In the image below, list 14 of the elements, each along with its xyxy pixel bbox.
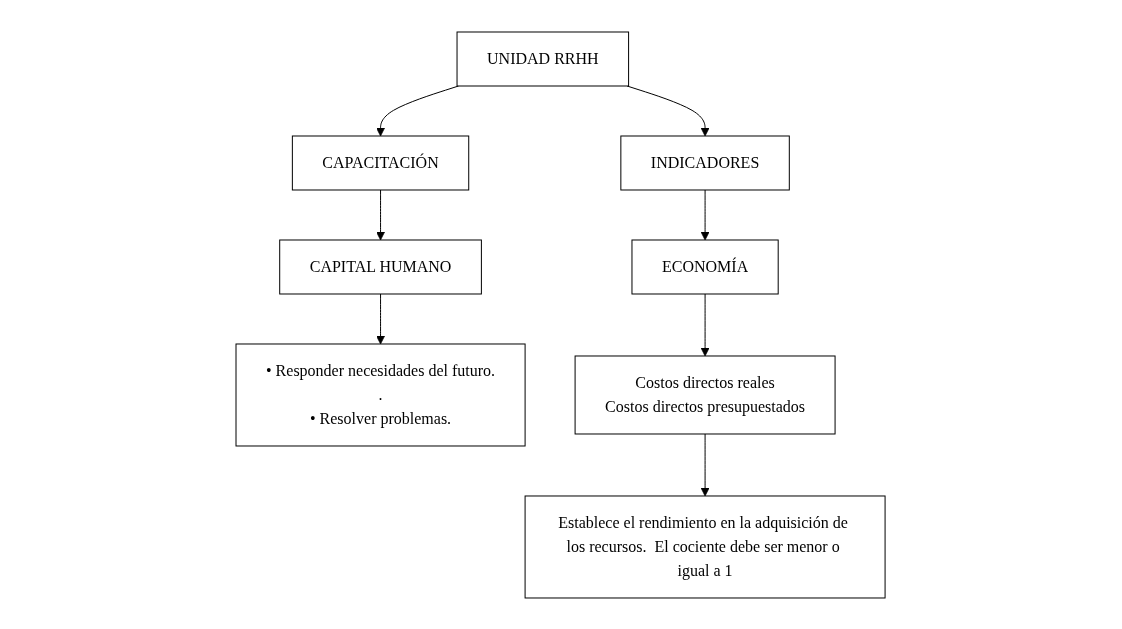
node-box: CAPACITACIÓN bbox=[292, 135, 470, 190]
arrow bbox=[627, 85, 710, 136]
arrow bbox=[376, 189, 386, 240]
arrow bbox=[701, 293, 710, 356]
arrow bbox=[701, 433, 710, 496]
node-box: UNIDAD RRHH bbox=[457, 31, 630, 86]
node-box: INDICADORES bbox=[620, 135, 791, 190]
node-box: ECONOMÍA bbox=[631, 239, 780, 294]
arrow bbox=[701, 189, 710, 240]
arrow bbox=[376, 293, 386, 344]
node-box: Costos directos reales Costos directos presupuestados bbox=[575, 355, 836, 434]
node-box: CAPITAL HUMANO bbox=[279, 239, 483, 294]
node-box: Establece el rendimiento en la adquisición de los recursos. El cociente debe ser menor o igual a 1 bbox=[525, 495, 887, 598]
node-box: • Responder necesidades del futuro. . • Resolver problemas. bbox=[235, 343, 527, 446]
